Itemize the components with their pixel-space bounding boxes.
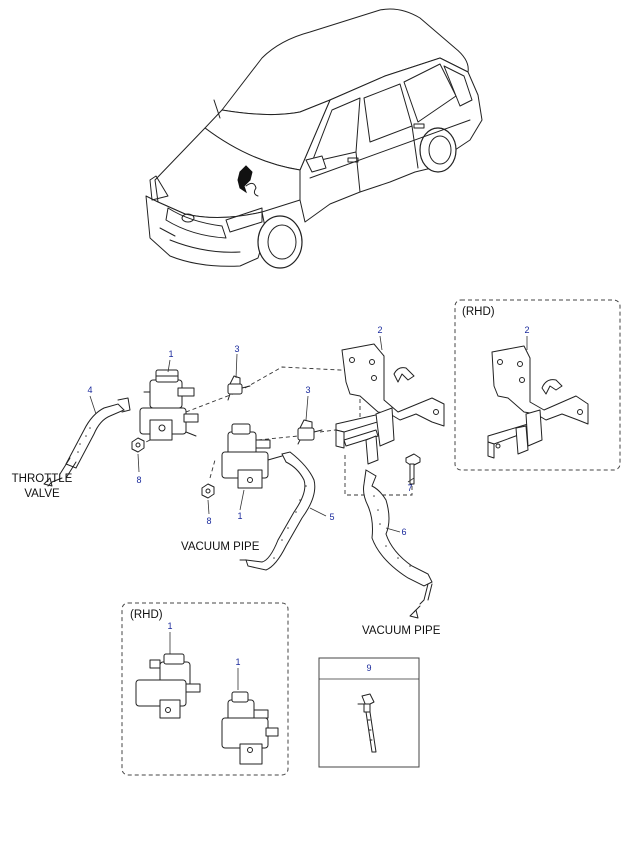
callout-rhd-part-2: 2	[524, 325, 529, 335]
callout-part-8-lower: 8	[206, 516, 211, 526]
vacuum-pipe-label-left: VACUUM PIPE	[181, 541, 260, 553]
callout-leaders	[89, 335, 415, 533]
callout-part-3-lower: 3	[305, 385, 310, 395]
rhd-left-label: (RHD)	[130, 609, 163, 621]
rhd-inset-left: (RHD) 1 1	[121, 602, 289, 776]
callout-part-6: 6	[401, 527, 406, 537]
solenoid-valve-part-1	[139, 369, 199, 441]
nut-part-8-left	[131, 437, 145, 453]
connector-part-3-lower	[297, 419, 323, 445]
callout-part-2: 2	[377, 325, 382, 335]
callout-part-1: 1	[168, 349, 173, 359]
throttle-valve-label-line1: THROTTLE	[12, 473, 73, 485]
callout-rhd-part-1-b: 1	[235, 657, 240, 667]
hose-part-4	[43, 397, 131, 487]
rhd-right-label: (RHD)	[462, 306, 495, 318]
vehicle-illustration	[145, 8, 483, 269]
bracket-part-2	[335, 343, 445, 465]
hose-part-5	[239, 451, 316, 571]
callout-part-3-upper: 3	[234, 344, 239, 354]
callout-part-5: 5	[329, 512, 334, 522]
callout-part-1-lower: 1	[237, 511, 242, 521]
connector-part-3-upper	[227, 375, 251, 401]
callout-rhd-part-1-a: 1	[167, 621, 172, 631]
part-9-box: 9	[318, 657, 420, 768]
callout-part-9: 9	[366, 663, 371, 673]
throttle-valve-label-line2: VALVE	[24, 488, 60, 500]
callout-part-7: 7	[407, 483, 412, 493]
rhd-inset-right: (RHD) 2	[454, 299, 621, 471]
solenoid-valve-part-1-lower	[221, 423, 283, 489]
callout-part-4: 4	[87, 385, 92, 395]
hose-part-6	[363, 469, 433, 619]
bolt-part-7	[405, 453, 421, 485]
exploded-view	[43, 343, 445, 619]
nut-part-8-lower	[201, 483, 215, 499]
vacuum-pipe-label-right: VACUUM PIPE	[362, 625, 441, 637]
callout-part-8-left: 8	[136, 475, 141, 485]
